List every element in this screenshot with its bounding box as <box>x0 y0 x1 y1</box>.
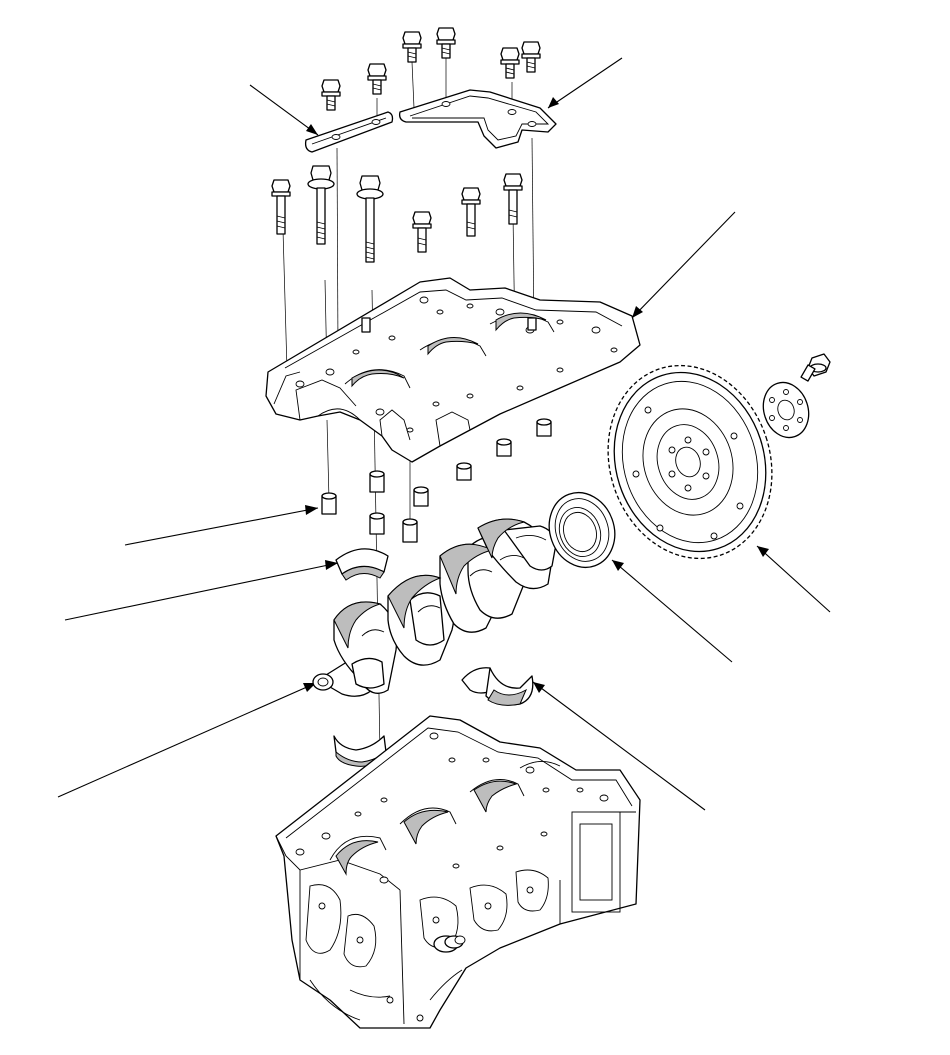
bolt-long <box>356 175 384 263</box>
bolt-long <box>307 165 335 245</box>
bolt <box>402 31 422 63</box>
bolt <box>321 79 341 111</box>
dowel <box>402 518 418 543</box>
arrowhead <box>303 683 316 692</box>
leader-flywheel <box>756 545 831 613</box>
leader-lines <box>57 57 831 811</box>
main-bolts <box>271 165 523 263</box>
cylinder-block <box>275 715 641 1029</box>
bolt <box>500 47 520 79</box>
leader-bearing-upper <box>64 562 339 621</box>
bolt <box>367 63 387 95</box>
leader-bearing-lower <box>532 681 706 811</box>
arrowhead <box>612 560 624 571</box>
flywheel-bolt <box>800 353 831 382</box>
bolt <box>461 187 481 237</box>
flywheel-plate <box>762 381 810 439</box>
flywheel <box>607 364 773 560</box>
leader-bridge-right <box>547 57 623 109</box>
arrowhead <box>632 306 643 318</box>
arrowhead <box>306 124 318 135</box>
arrowhead <box>757 546 769 557</box>
leader-bridge-left <box>249 84 319 136</box>
bolt <box>412 211 432 253</box>
arrowhead <box>548 97 559 108</box>
dowel <box>369 470 385 493</box>
dowel <box>321 492 337 515</box>
leader-crankshaft <box>57 682 317 798</box>
main-bearing-lower-right <box>461 667 534 706</box>
main-bearing-upper <box>335 548 389 581</box>
crankshaft <box>312 518 557 697</box>
block-fitting <box>433 935 466 953</box>
bearing-cap-bridge-right <box>398 89 557 149</box>
bolt-long <box>271 179 291 235</box>
dowel <box>536 418 552 437</box>
bearing-cap-bridge-left <box>304 111 394 153</box>
leader-lower-crankcase <box>631 211 736 319</box>
arrowhead <box>325 560 338 570</box>
upper-bolts <box>321 27 541 111</box>
dowel <box>456 462 472 481</box>
leader-oil-seal <box>611 559 733 663</box>
dowel-pins <box>321 418 552 543</box>
bolt <box>436 27 456 59</box>
arrowhead <box>533 682 545 693</box>
dowel <box>369 512 385 535</box>
leader-dowel <box>124 507 319 546</box>
bolt <box>521 41 541 73</box>
dowel <box>413 486 429 507</box>
bolt <box>503 173 523 225</box>
lower-crankcase <box>265 277 641 463</box>
dowel <box>496 438 512 457</box>
arrowhead <box>305 505 318 515</box>
oil-seal <box>548 492 616 568</box>
